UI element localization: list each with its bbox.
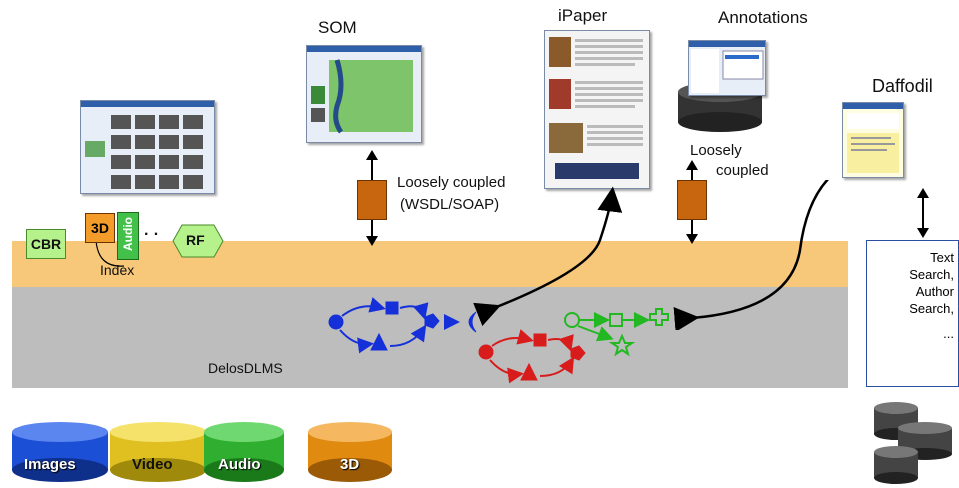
video-db-label: Video xyxy=(132,456,173,473)
index-label: Index xyxy=(100,262,135,278)
text-panel-line-3: Author xyxy=(915,284,954,299)
cbr-box: CBR xyxy=(26,229,66,259)
ipaper-screenshot xyxy=(544,30,650,189)
index-connector-arc xyxy=(95,239,125,267)
text-panel-line-5: ... xyxy=(943,326,954,341)
3d-db-label: 3D xyxy=(340,456,360,473)
loosely-coupled-label-line1: Loosely xyxy=(690,142,742,159)
daffodil-label: Daffodil xyxy=(872,76,933,96)
ellipsis-dots: · · xyxy=(144,226,160,243)
images-db-label: Images xyxy=(24,456,76,473)
curved-arrows xyxy=(473,180,876,330)
red-workflow xyxy=(478,329,586,384)
rf-hexagon xyxy=(172,224,224,258)
text-panel-line-2: Search, xyxy=(909,267,954,282)
3d-index-box: 3D xyxy=(85,213,115,243)
daffodil-screenshot xyxy=(842,102,904,178)
som-label: SOM xyxy=(318,18,357,37)
3d-database-icon xyxy=(308,422,392,482)
audio-database-icon xyxy=(204,422,284,482)
audio-db-label: Audio xyxy=(218,456,261,473)
image-search-screenshot xyxy=(80,100,215,194)
som-screenshot xyxy=(306,45,422,143)
blue-workflow xyxy=(328,297,477,354)
annotations-label: Annotations xyxy=(718,8,808,27)
video-database-icon xyxy=(110,422,206,482)
audio-index-label: Audio xyxy=(121,217,135,251)
delos-dlms-label: DelosDLMS xyxy=(208,360,283,376)
images-database-icon xyxy=(12,422,108,482)
annotations-screenshot xyxy=(688,40,766,96)
som-coupling-connector xyxy=(357,180,387,220)
ipaper-label: iPaper xyxy=(558,6,608,25)
loosely-coupled-label-line2: coupled xyxy=(716,162,769,179)
text-panel-line-4: Search, xyxy=(909,301,954,316)
rf-label: RF xyxy=(186,232,205,248)
database-cylinders xyxy=(12,422,392,482)
audio-index-box: Audio xyxy=(117,212,139,260)
text-search-panel: Text Search, Author Search, ... xyxy=(866,240,959,387)
daffodil-connector-arrow xyxy=(917,188,929,238)
text-panel-line-1: Text xyxy=(930,250,954,265)
daffodil-databases-icon xyxy=(874,402,952,484)
